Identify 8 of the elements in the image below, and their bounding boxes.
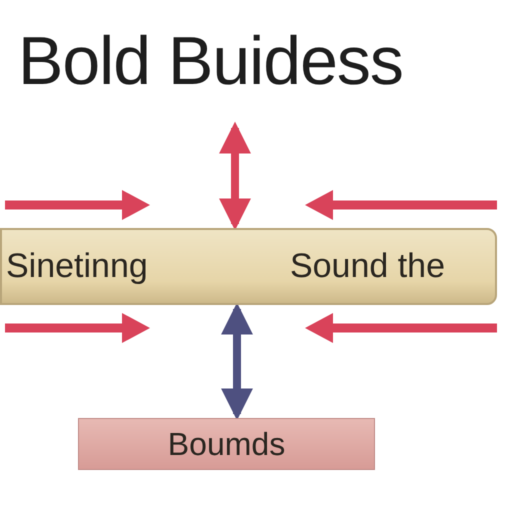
title: Bold Buidess (18, 22, 403, 100)
label-box (78, 418, 375, 470)
node-label: Sinetinng (6, 247, 148, 286)
node-label: Boumds (168, 426, 286, 462)
double-arrow (221, 302, 253, 420)
double-arrow (219, 122, 251, 230)
node-label: Sound the (290, 247, 445, 286)
horizontal-band (0, 228, 497, 305)
